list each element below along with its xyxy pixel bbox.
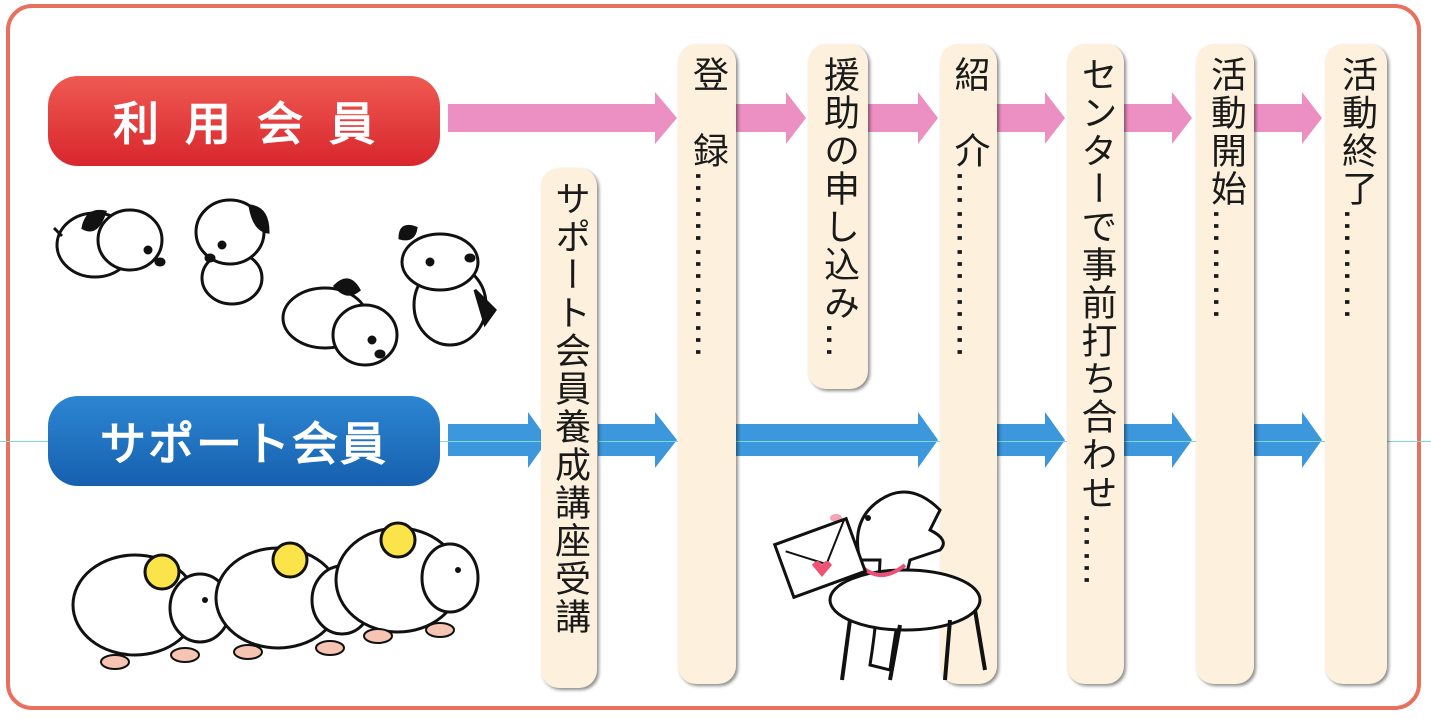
- support-arrow-4: [997, 412, 1065, 468]
- dog-icon: [194, 198, 270, 306]
- support-flow-arrows: [448, 412, 1322, 468]
- support-member-label: サポート会員: [48, 396, 440, 486]
- goat-with-letter-icon: [772, 490, 987, 681]
- user-member-label: 利用会員: [48, 76, 440, 166]
- step-apply: 援助の申し込み…: [808, 44, 868, 389]
- user-flow-arrows: [448, 92, 1322, 144]
- user-arrow-2: [736, 92, 806, 144]
- dog-icon: [281, 278, 399, 367]
- step-apply-text: 援助の申し込み…: [818, 56, 859, 360]
- step-training: サポート会員養成講座受講: [541, 168, 597, 688]
- step-meeting-text: センターで事前打ち合わせ……: [1075, 56, 1117, 588]
- step-end-text: 活動終了………: [1336, 56, 1377, 322]
- step-meeting: センターで事前打ち合わせ……: [1067, 44, 1124, 684]
- support-arrow-3: [736, 412, 938, 468]
- user-arrow-4: [997, 92, 1065, 144]
- sheep-icon: [334, 521, 480, 644]
- step-end: 活動終了………: [1325, 44, 1387, 684]
- user-arrow-3: [868, 92, 938, 144]
- step-training-text: サポート会員養成講座受講: [549, 180, 590, 636]
- dog-icon: [398, 224, 497, 347]
- sheep-icon: [71, 553, 232, 670]
- user-arrow-5: [1124, 92, 1192, 144]
- support-arrow-5: [1124, 412, 1192, 468]
- support-arrow-6: [1254, 412, 1322, 468]
- step-register-text: 登 録……………: [687, 56, 728, 360]
- step-start: 活動開始………: [1196, 44, 1254, 684]
- support-arrow-1: [448, 412, 548, 468]
- support-arrow-2: [598, 412, 677, 468]
- step-register: 登 録……………: [678, 44, 736, 684]
- dog-icon: [52, 208, 166, 279]
- user-arrow-1: [448, 92, 677, 144]
- step-introduce-text: 紹 介……………: [948, 56, 990, 360]
- user-arrow-6: [1254, 92, 1322, 144]
- step-start-text: 活動開始………: [1205, 56, 1246, 322]
